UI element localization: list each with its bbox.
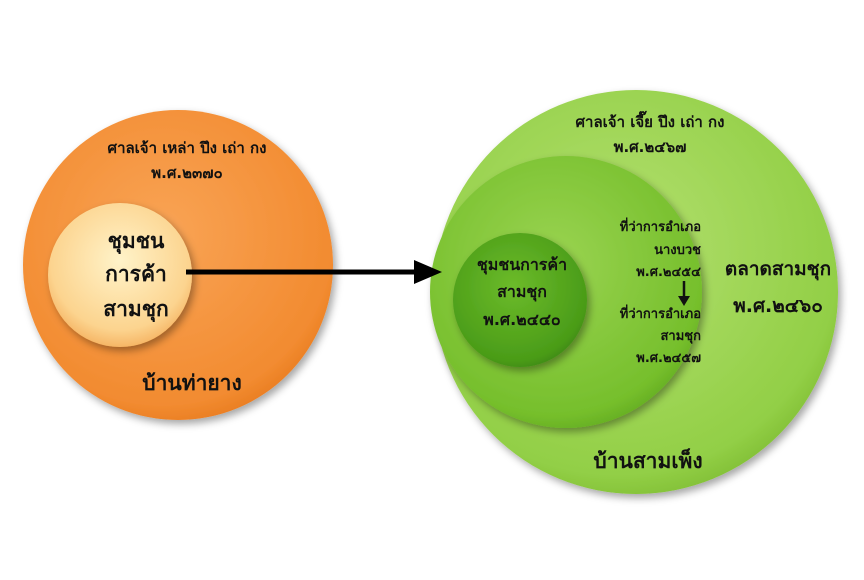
office1-line2: นางบวช	[654, 243, 701, 258]
right-shrine-year: พ.ศ.๒๔๖๗	[614, 138, 687, 156]
right-village-label: บ้านสามเพ็ง	[593, 447, 702, 473]
left-village-circle: ศาลเจ้า เหล่า ปึง เถ่า กง พ.ศ.๒๓๗๐ ชุมชน…	[23, 110, 333, 420]
office2-line3: พ.ศ.๒๔๕๗	[636, 351, 701, 366]
down-arrow-icon	[678, 281, 690, 306]
right-arrow-icon	[186, 260, 442, 284]
market-line1: ตลาดสามชุก	[725, 258, 831, 281]
office2-line1: ที่ว่าการอำเภอ	[620, 304, 701, 322]
office1-line3: พ.ศ.๒๔๕๔	[636, 265, 701, 280]
right-village-circle: ศาลเจ้า เจี๊ย ปึง เถ่า กง พ.ศ.๒๔๖๗ ชุมชน…	[430, 90, 838, 494]
right-core-line2: สามชุก	[497, 282, 547, 302]
right-core-line3: พ.ศ.๒๔๔๐	[483, 310, 560, 329]
left-core-circle	[48, 203, 192, 347]
left-core-line2: การค้า	[105, 262, 167, 286]
right-core-circle	[453, 233, 587, 367]
left-core-line3: สามชุก	[103, 297, 168, 323]
office1-line1: ที่ว่าการอำเภอ	[620, 217, 701, 235]
left-core-line1: ชุมชน	[108, 229, 165, 255]
right-core-line1: ชุมชนการค้า	[477, 255, 567, 275]
left-shrine-year: พ.ศ.๒๓๗๐	[151, 164, 222, 182]
left-shrine-label: ศาลเจ้า เหล่า ปึง เถ่า กง	[108, 139, 267, 157]
right-shrine-label: ศาลเจ้า เจี๊ย ปึง เถ่า กง	[576, 110, 725, 131]
office2-line2: สามชุก	[661, 329, 702, 344]
left-village-label: บ้านท่ายาง	[142, 371, 241, 395]
market-line2: พ.ศ.๒๔๖๐	[733, 295, 823, 317]
